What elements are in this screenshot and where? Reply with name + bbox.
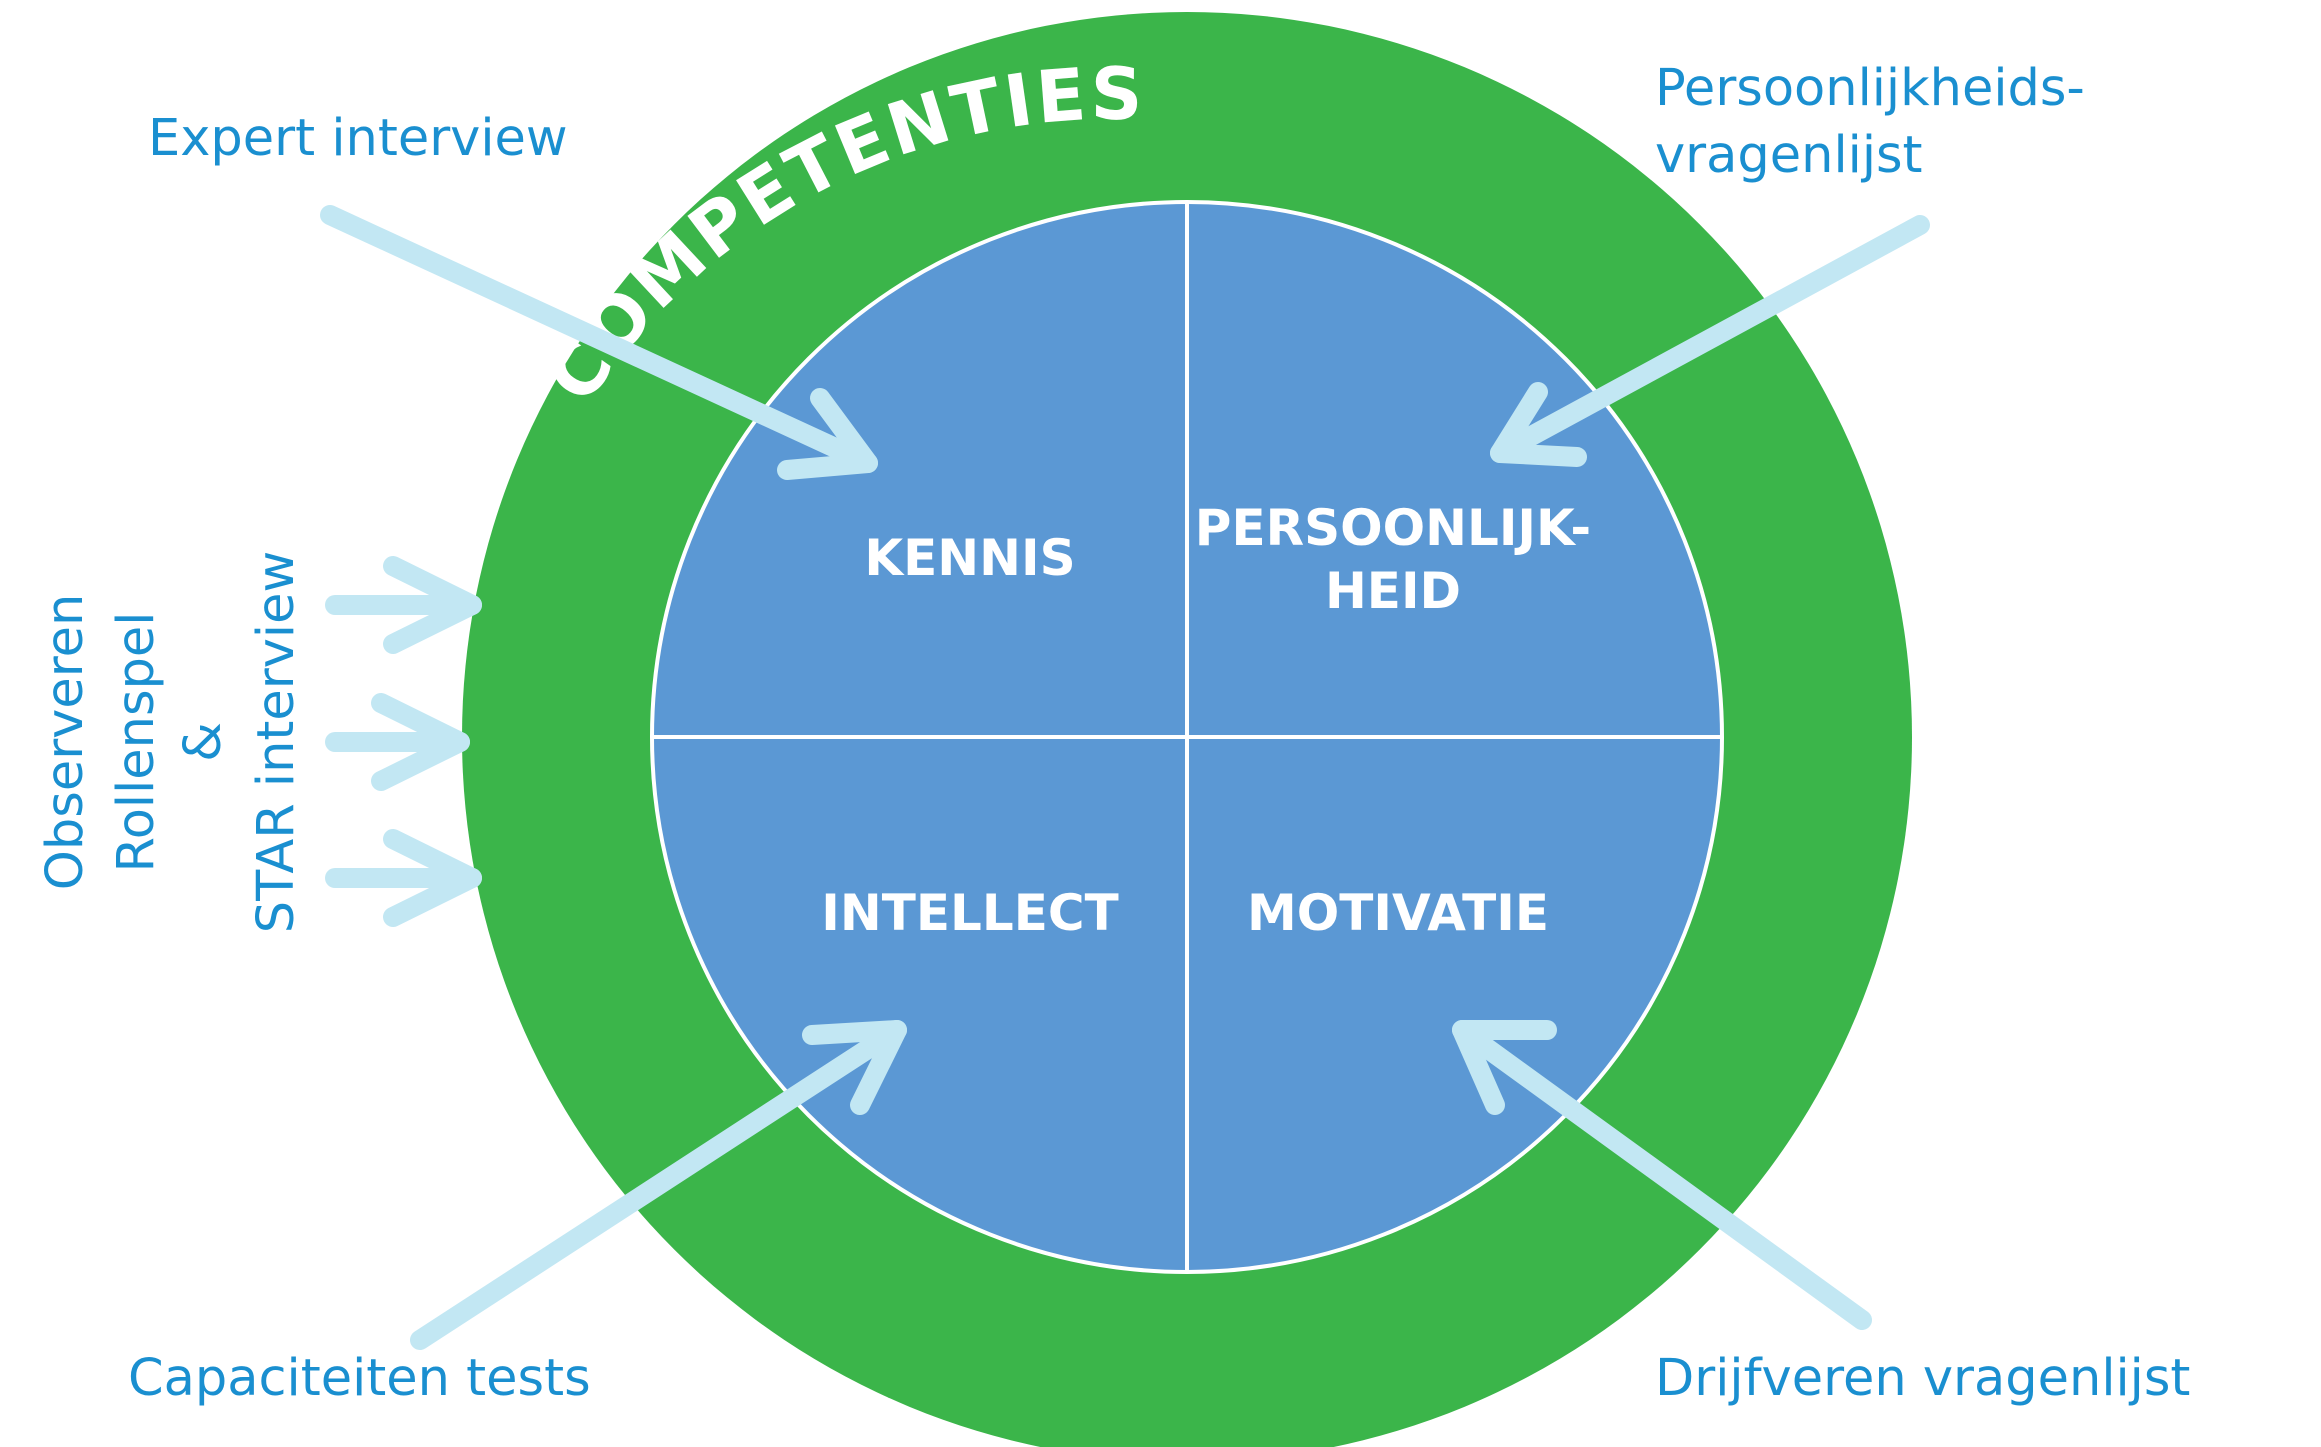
label-expert-interview: Expert interview — [148, 109, 568, 168]
label-star-interview: STAR interview — [247, 551, 306, 933]
arrow-capaciteiten-tests — [410, 1020, 907, 1350]
label-ampersand: & — [174, 722, 233, 762]
label-persoonlijkheidsvragenlijst-line-1: Persoonlijkheids- — [1655, 59, 2085, 118]
label-rollenspel: Rollenspel — [107, 612, 166, 873]
label-capaciteiten-tests: Capaciteiten tests — [128, 1349, 591, 1408]
quadrant-kennis: KENNIS — [864, 529, 1075, 587]
arrow-expert-interview — [320, 205, 878, 480]
quadrant-persoonlijkheid-line-1: PERSOONLIJK- — [1195, 499, 1591, 557]
arrow-drijfveren-vragenlijst — [1452, 1020, 1872, 1330]
arrow-star-interview — [325, 829, 482, 927]
arrow-observeren — [325, 556, 482, 654]
arrow-persoonlijkheidsvragenlijst — [1490, 215, 1930, 467]
label-drijfveren-vragenlijst: Drijfveren vragenlijst — [1655, 1349, 2190, 1408]
quadrant-persoonlijkheid-line-2: HEID — [1325, 562, 1461, 620]
quadrant-motivatie: MOTIVATIE — [1247, 884, 1549, 942]
label-persoonlijkheidsvragenlijst-line-2: vragenlijst — [1655, 126, 1923, 185]
arrow-rollenspel — [325, 693, 470, 791]
label-observeren: Observeren — [36, 594, 95, 891]
quadrant-intellect: INTELLECT — [821, 884, 1118, 942]
